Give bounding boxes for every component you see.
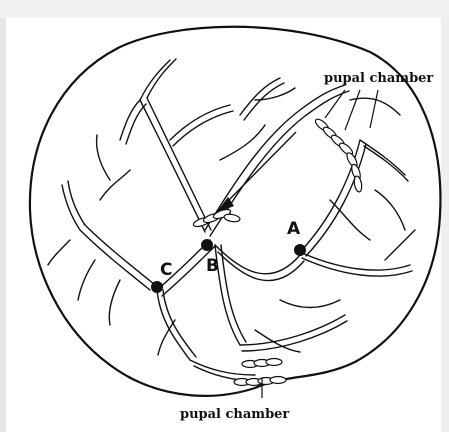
scan-artifact-band (0, 0, 449, 18)
point-C: C (151, 260, 172, 293)
point-C-marker (151, 281, 163, 293)
point-B-label: B (206, 256, 219, 276)
point-A: A (287, 219, 306, 256)
point-A-marker (294, 244, 306, 256)
pupal-chamber-label-bottom: pupal chamber (180, 407, 289, 422)
point-B-marker (201, 239, 213, 251)
point-C-label: C (160, 260, 172, 280)
pupal-chamber-label-top: pupal chamber (324, 71, 433, 86)
scan-artifact-left-strip (0, 18, 6, 432)
scan-artifact-right-strip (441, 18, 449, 432)
pupal-chamber-top-leaders (325, 90, 378, 130)
point-A-label: A (287, 219, 301, 239)
pupal-chamber-bottom (234, 359, 286, 386)
central-arrow (216, 132, 296, 213)
